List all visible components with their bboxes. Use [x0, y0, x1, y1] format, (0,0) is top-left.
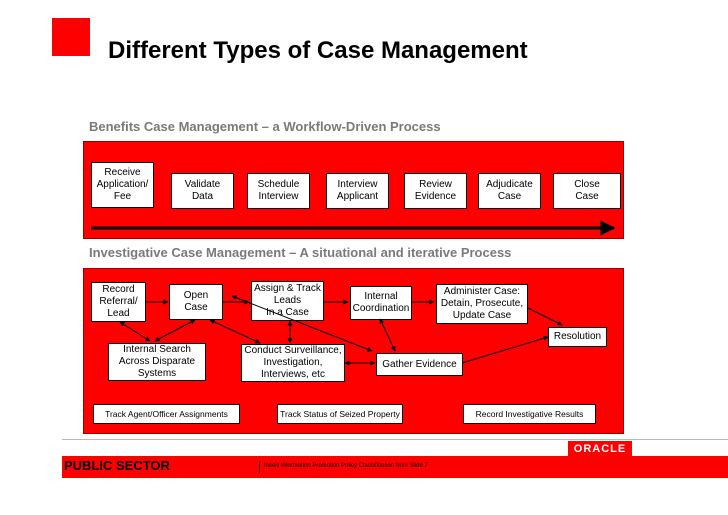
- benefits-panel: Receive Application/ Fee Validate Data S…: [83, 141, 624, 239]
- node-gather-evidence: Gather Evidence: [376, 353, 463, 376]
- accent-square: [52, 18, 90, 56]
- slide-title: Different Types of Case Management: [108, 37, 528, 64]
- footer-label: PUBLIC SECTOR: [64, 458, 170, 473]
- arrow-evidence-to-resolution: [461, 335, 549, 364]
- step-adjudicate-case: Adjudicate Case: [478, 173, 541, 209]
- arrow-open-search: [154, 319, 196, 342]
- benefits-heading: Benefits Case Management – a Workflow-Dr…: [89, 119, 441, 134]
- arrow-coordination-evidence: [379, 318, 396, 352]
- step-schedule-interview: Schedule Interview: [247, 173, 310, 209]
- step-interview-applicant: Interview Applicant: [326, 173, 389, 209]
- step-validate-data: Validate Data: [171, 173, 234, 209]
- footer-separator: [62, 439, 728, 440]
- footer-divider: [259, 461, 260, 473]
- arrow-record-search: [119, 321, 151, 342]
- step-review-evidence: Review Evidence: [404, 173, 467, 209]
- bottom-track-agent: Track Agent/Officer Assignments: [93, 404, 240, 424]
- step-receive-application: Receive Application/ Fee: [91, 162, 154, 208]
- node-open-case: Open Case: [169, 284, 223, 320]
- footer-classification-note: Insert Information Protection Policy Cla…: [264, 463, 428, 469]
- bottom-track-property: Track Status of Seized Property: [277, 404, 403, 424]
- step-close-case: Close Case: [553, 173, 621, 209]
- investigative-heading: Investigative Case Management – A situat…: [89, 245, 512, 260]
- node-record-referral: Record Referral/ Lead: [91, 282, 146, 322]
- node-administer-case: Administer Case: Detain, Prosecute, Upda…: [436, 284, 528, 324]
- node-internal-search: Internal Search Across Disparate Systems: [108, 343, 206, 381]
- oracle-logo: ORACLE: [568, 441, 632, 456]
- bottom-record-results: Record Investigative Results: [463, 404, 596, 424]
- arrow-open-surveillance: [209, 319, 261, 344]
- node-resolution: Resolution: [548, 327, 607, 347]
- arrow-administer-to-resolution: [527, 307, 563, 326]
- arrow-assign-evidence: [231, 295, 373, 352]
- footer-bar: [62, 456, 728, 478]
